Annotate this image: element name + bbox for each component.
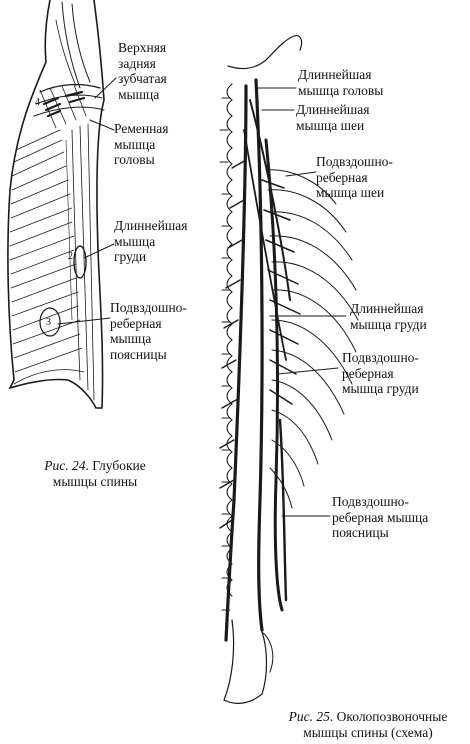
- marker-3: 3: [46, 317, 51, 328]
- caption-fig25-number: Рис. 25: [288, 709, 330, 724]
- caption-fig24-text1: . Глубокие: [85, 458, 146, 473]
- label-iliocostalis-lumborum: Подвздошно- реберная мышца поясницы: [332, 494, 429, 540]
- caption-fig25-text2: мышцы спины (схема): [303, 725, 433, 740]
- caption-fig25: Рис. 25. Околопозвоночные мышцы спины (с…: [270, 709, 466, 741]
- label-splenius-capitis: Ременная мышца головы: [114, 121, 169, 167]
- caption-fig25-line1: Рис. 25. Околопозвоночные: [289, 709, 448, 724]
- label-longissimus-cervicis: Длиннейшая мышца шеи: [296, 102, 370, 133]
- fig24-illustration: [7, 0, 117, 409]
- caption-fig25-text1: . Околопозвоночные: [329, 709, 448, 724]
- label-iliocostalis-thoracis: Подвздошно- реберная мышца груди: [342, 350, 419, 396]
- fig25-illustration: [219, 35, 359, 704]
- label-longissimus-capitis: Длиннейшая мышца головы: [298, 67, 384, 98]
- caption-fig24-number: Рис. 24: [44, 458, 86, 473]
- label-serratus-posterior-superior: Верхняя задняя зубчатая мышца: [118, 40, 167, 102]
- marker-4: 4: [35, 97, 40, 108]
- caption-fig24: Рис. 24. Глубокие мышцы спины: [20, 458, 170, 490]
- label-iliocostalis-lumborum-fig24: Подвздошно- реберная мышца поясницы: [110, 300, 187, 362]
- label-iliocostalis-cervicis: Подвздошно- реберная мышца шеи: [316, 154, 393, 200]
- caption-fig24-line1: Рис. 24. Глубокие: [44, 458, 146, 473]
- caption-fig24-text2: мышцы спины: [52, 474, 138, 489]
- label-longissimus-thoracis-fig24: Длиннейшая мышца груди: [114, 218, 188, 264]
- marker-2: 2: [68, 251, 73, 262]
- label-longissimus-thoracis: Длиннейшая мышца груди: [350, 301, 427, 332]
